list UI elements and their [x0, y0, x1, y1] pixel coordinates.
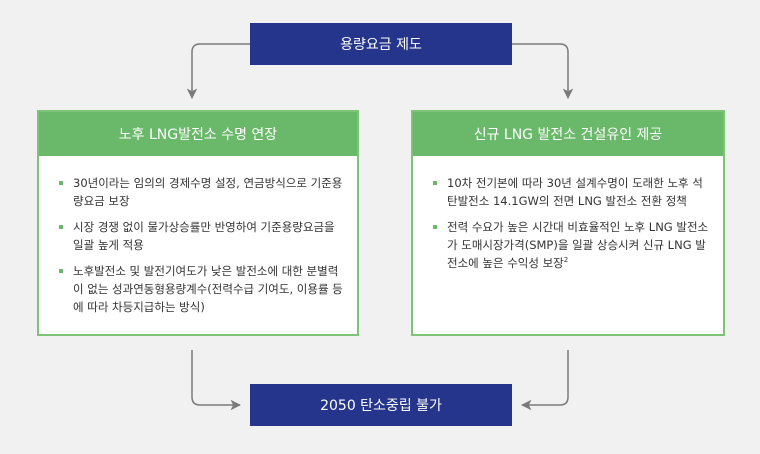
- bullet-marker: [59, 181, 63, 185]
- left-panel-title: 노후 LNG발전소 수명 연장: [118, 127, 278, 143]
- right-panel-header: 신규 LNG 발전소 건설유인 제공: [413, 112, 723, 156]
- right-panel-title: 신규 LNG 발전소 건설유인 제공: [473, 127, 663, 143]
- list-item: 시장 경쟁 없이 물가상승률만 반영하여 기준용량요금을 일괄 높게 적용: [59, 218, 343, 254]
- arrow-top-to-left: [186, 43, 250, 100]
- capacity-payment-system-box: 용량요금 제도: [250, 23, 512, 65]
- footnote-mark: 2: [563, 256, 569, 265]
- arrow-right-to-bottom: [520, 350, 569, 411]
- bullet-marker: [433, 181, 437, 185]
- left-panel-old-lng: 노후 LNG발전소 수명 연장 30년이라는 임의의 경제수명 설정, 연금방식…: [37, 110, 359, 336]
- right-panel-bullet-list: 10차 전기본에 따라 30년 설계수명이 도래한 노후 석탄발전소 14.1G…: [413, 156, 723, 272]
- capacity-payment-system-label: 용량요금 제도: [340, 37, 422, 53]
- arrow-left-to-bottom: [191, 350, 242, 411]
- list-item: 30년이라는 임의의 경제수명 설정, 연금방식으로 기준용량요금 보장: [59, 174, 343, 210]
- right-panel-new-lng: 신규 LNG 발전소 건설유인 제공 10차 전기본에 따라 30년 설계수명이…: [411, 110, 725, 336]
- list-item: 10차 전기본에 따라 30년 설계수명이 도래한 노후 석탄발전소 14.1G…: [433, 174, 709, 210]
- bullet-marker: [59, 269, 63, 273]
- arrow-top-to-right: [512, 43, 574, 100]
- carbon-neutral-impossible-box: 2050 탄소중립 불가: [250, 384, 512, 426]
- carbon-neutral-impossible-label: 2050 탄소중립 불가: [320, 398, 442, 414]
- bullet-marker: [59, 225, 63, 229]
- left-panel-header: 노후 LNG발전소 수명 연장: [39, 112, 357, 156]
- left-panel-bullet-list: 30년이라는 임의의 경제수명 설정, 연금방식으로 기준용량요금 보장 시장 …: [39, 156, 357, 316]
- list-item: 노후발전소 및 발전기여도가 낮은 발전소에 대한 분별력이 없는 성과연동형용…: [59, 262, 343, 316]
- list-item: 전력 수요가 높은 시간대 비효율적인 노후 LNG 발전소가 도매시장가격(S…: [433, 218, 709, 272]
- bullet-marker: [433, 225, 437, 229]
